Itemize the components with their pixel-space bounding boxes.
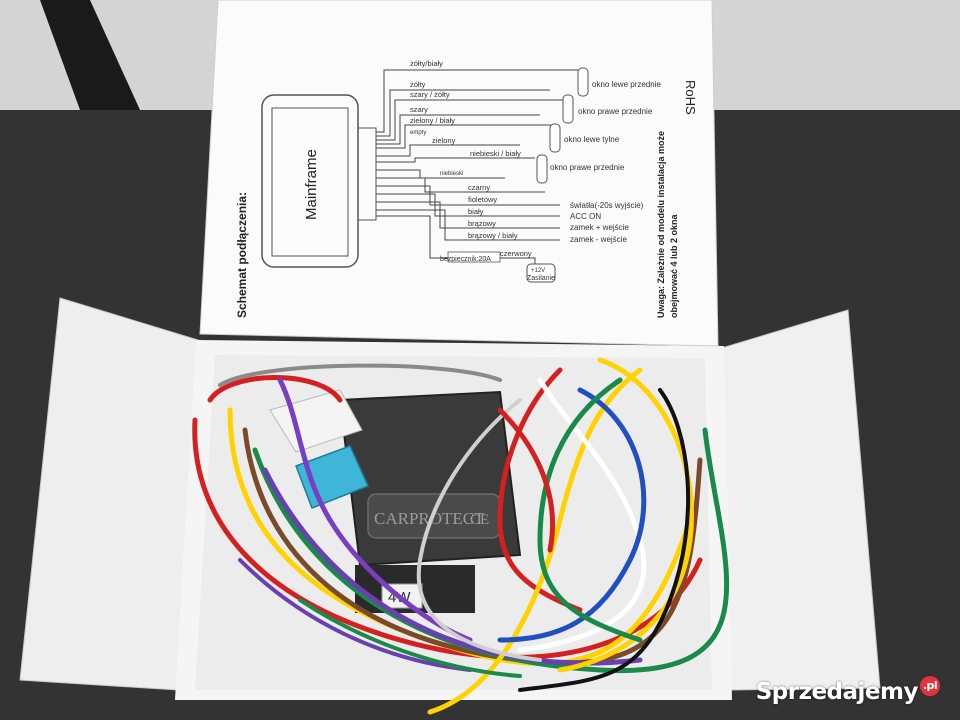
window-connectors [536,67,589,184]
wire-line [376,124,555,149]
wire-labels: żółty/biały żółty szary / żółty szary zi… [410,59,532,263]
label-okno-prawe-przednie: okno prawe przednie [578,107,653,116]
control-unit [338,390,522,567]
label-acc-on: ACC ON [570,212,601,221]
dark-object-background [40,0,140,110]
wire [537,377,643,643]
label-zielony: zielony [432,136,456,145]
diagram-title: Schemat podłączenia: [235,192,249,318]
mainframe-label: Mainframe [303,149,320,220]
connector-icon [562,94,574,124]
label-zasilanie: Zasilanie [527,275,555,282]
wire [298,598,522,678]
fuse-holder [269,389,363,453]
wire-line [376,169,505,179]
label-szary-zolty: szary / żółty [410,90,450,99]
wiring-lines [376,69,580,268]
label-zolty-bialy: żółty/biały [410,59,443,68]
note-line-1: Uwaga: Zależnie od modelu instalacja moż… [656,131,666,318]
label-zasilanie-top: +12V [531,268,545,274]
watermark-text: Sprzedajemy [755,679,919,705]
label-bialy: biały [468,207,484,216]
wire [277,377,473,643]
wire-line [376,69,580,133]
wire-line [376,157,535,163]
wire [262,467,643,666]
label-zamek-minus: zamek - wejście [570,235,627,244]
fuse-box-icon [447,251,501,263]
wire-line [376,177,545,193]
wire [218,363,502,387]
label-zielony-bialy: zielony / biały [410,116,455,125]
label-empty: empty [410,130,426,136]
ce-mark: CE [470,512,489,528]
wire [497,387,647,643]
label-okno-lewe-tylne: okno lewe tylne [564,135,620,144]
connector-icon [536,154,548,184]
site-watermark: Sprzedajemy.pl [755,676,940,706]
watermark-badge: .pl [920,676,940,696]
wire-line [376,201,560,229]
wire-line [376,114,540,145]
wire-line [376,99,565,141]
output-labels: okno lewe przednie okno prawe przednie o… [527,80,661,282]
connector-block [357,127,377,221]
wire-line [376,89,550,137]
label-czerwony: czerwony [500,249,532,258]
label-brazowy-bialy: brązowy / biały [468,231,518,240]
rohs-label: RoHS [683,80,698,115]
label-bezpiecznik: bezpiecznik:20A [440,256,491,263]
label-zamek-plus: zamek + wejście [570,223,629,232]
wire-line [376,185,560,206]
wire [518,388,691,692]
label-niebieski: niebieski [440,171,463,177]
wire-line [376,215,536,268]
label-swiatla: światła(-20s wyjście) [570,201,644,210]
wire [192,417,703,660]
label-okno-lewe-przednie: okno lewe przednie [592,80,661,89]
wire [252,427,730,674]
wire-bundle [192,357,730,715]
label-fioletowy: fioletowy [468,195,497,204]
wire [427,367,643,715]
label-szary: szary [410,105,428,114]
connector-icon [577,67,589,97]
wire-line [376,144,520,157]
label-niebieski-bialy: niebieski / biały [470,149,521,158]
wire [557,357,694,673]
label-brazowy: brązowy [468,219,496,228]
mainframe-inner [271,107,349,257]
wire [238,558,472,672]
label-zolty: żółty [410,80,426,89]
wire [416,398,542,662]
connector-icon [549,123,561,153]
label-okno-prawe-przednie-2: okno prawe przednie [550,163,625,172]
wire [497,407,556,553]
label-czarny: czarny [468,183,490,192]
wire-line [376,193,560,217]
note-line-2: obejmować 4 lub 2 okna [669,213,679,318]
wire-line [376,209,560,241]
power-connector-icon [526,263,556,283]
wire [207,375,343,403]
